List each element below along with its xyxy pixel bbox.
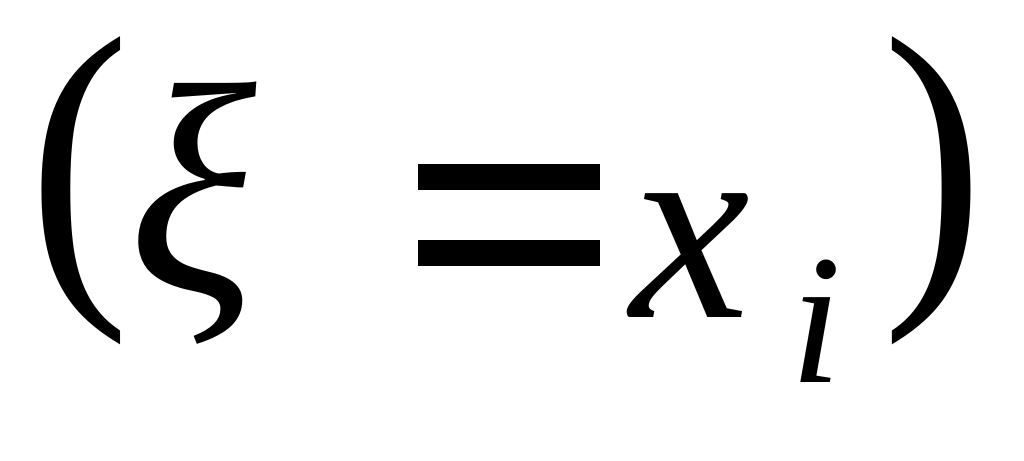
xi-symbol: ξ: [128, 24, 257, 356]
right-parenthesis: ): [882, 0, 984, 346]
left-parenthesis: (: [28, 0, 130, 346]
equals-sign-top-bar: [418, 164, 600, 190]
x-variable: x: [630, 77, 750, 376]
equals-sign-bottom-bar: [418, 240, 600, 266]
subscript-i: i: [790, 218, 842, 423]
